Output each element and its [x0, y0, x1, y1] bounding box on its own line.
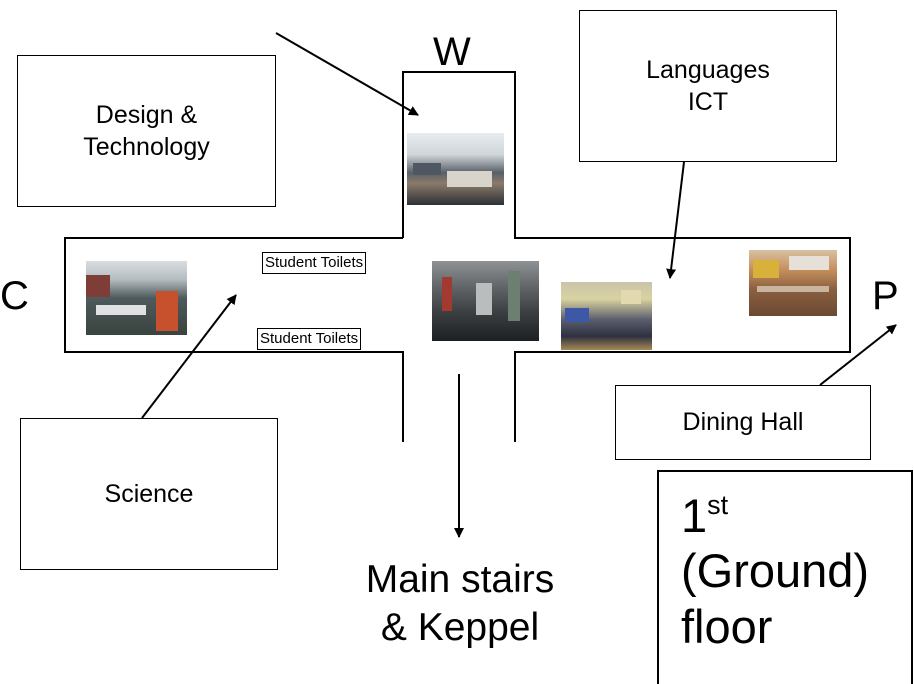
direction-north-label: W [433, 30, 471, 74]
science-lab-photo [86, 261, 187, 335]
arrow-languages [666, 161, 685, 279]
ict-room-photo [561, 282, 652, 350]
arrow-dining-hall [819, 324, 897, 386]
dining-room-photo [749, 250, 837, 316]
floor-number: 1st [681, 489, 729, 542]
arrow-design-technology [275, 32, 419, 116]
corridor-photo [432, 261, 539, 341]
direction-east-label: P [872, 274, 899, 318]
dining-hall-label: Dining Hall [682, 408, 804, 437]
science-label: Science [104, 479, 194, 508]
student-toilets-lower: Student Toilets [257, 328, 362, 350]
main-stairs-label: Main stairs & Keppel [365, 558, 555, 649]
student-toilets-upper: Student Toilets [262, 252, 367, 274]
arrow-science [141, 294, 237, 419]
design-technology-box: Design & Technology [17, 55, 276, 207]
corridor-outline [64, 71, 851, 442]
floor-word-label: floor [681, 599, 773, 653]
floor-ordinal-suffix: st [707, 490, 729, 520]
direction-west-label: C [0, 274, 29, 318]
languages-ict-box: Languages ICT [579, 10, 837, 162]
dining-hall-box: Dining Hall [615, 385, 871, 460]
classroom-photo [407, 133, 504, 205]
design-technology-label: Design & Technology [83, 100, 210, 162]
languages-ict-label: Languages ICT [646, 55, 770, 117]
floor-ground-label: (Ground) [681, 544, 870, 598]
science-box: Science [20, 418, 278, 570]
floor-label-box: 1st (Ground) floor [657, 470, 913, 684]
